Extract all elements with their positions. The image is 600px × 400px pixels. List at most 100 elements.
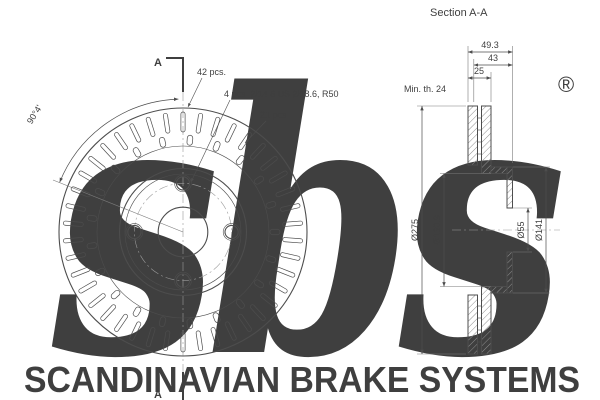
right-plate-bottom: [481, 286, 492, 355]
vent-slot-outer: [260, 293, 278, 308]
right-plate-top: [481, 105, 492, 174]
vent-slot-outer: [180, 331, 186, 353]
vent-slot-inner: [186, 318, 194, 330]
bolt-hole-countersink: [222, 223, 241, 241]
vent-slot-inner: [235, 299, 245, 309]
hat-flange-bottom: [506, 251, 513, 294]
vent-ring-inner-circle: [96, 145, 270, 319]
section-cut-material: [467, 105, 513, 355]
angle-reference-line: [52, 179, 184, 233]
vent-slot-inner: [94, 267, 106, 276]
vent-slot-inner: [265, 255, 277, 263]
vent-slot-outer: [260, 156, 278, 171]
left-plate-top: [467, 105, 478, 166]
hat-outer-circle: [118, 167, 248, 297]
vent-slot-outer: [65, 203, 86, 212]
extension-lines: [417, 46, 550, 355]
angle-dimension-arc: [59, 97, 179, 183]
dim-text-hat-dia: Ø141: [534, 219, 544, 241]
dim-text-inner-dia: Ø130.9: [432, 215, 442, 245]
bolt-hole-countersink: [174, 271, 192, 290]
vent-slot-outer: [114, 313, 128, 332]
watermark: sbs ® SCANDINAVIAN BRAKE SYSTEMS: [24, 14, 580, 400]
dim-text-hat-depth: 43: [488, 53, 498, 63]
vent-slot-outer: [249, 304, 266, 321]
hat-flange-top: [506, 166, 513, 209]
vent-slot-outer: [88, 293, 106, 308]
vent-slot-inner: [86, 242, 98, 250]
vent-slot-outer: [62, 237, 84, 244]
section-mark-top: [166, 57, 184, 92]
vent-slot-inner: [254, 279, 264, 289]
leader-21pcs: [244, 120, 267, 144]
registered-trademark-icon: ®: [558, 72, 574, 97]
hat-inner-circle: [124, 173, 242, 291]
vent-slot-outer: [249, 143, 266, 160]
vent-slot-inner: [186, 134, 194, 146]
angle-dimension-text: 90°4': [25, 103, 44, 126]
vent-slot-inner: [110, 289, 121, 300]
section-view: Section A-A: [404, 7, 560, 355]
dim-text-min-thickness: Min. th. 24: [404, 84, 446, 94]
vent-slot-outer: [65, 252, 86, 261]
section-mark-bottom: [182, 372, 184, 400]
bolt-hole: [175, 176, 191, 191]
callout-42pcs: 42 pcs.: [197, 67, 226, 77]
section-view-title: Section A-A: [430, 7, 488, 19]
vent-slot-inner: [212, 141, 221, 152]
vent-slot-outer: [195, 330, 204, 352]
vent-slot-outer: [268, 170, 288, 184]
vent-slot-inner: [235, 155, 245, 165]
bolt-circle: [134, 183, 232, 281]
vent-slot-outer: [62, 220, 84, 227]
callout-21pcs: 21 pcs.: [260, 110, 289, 120]
vent-slot-outer: [180, 111, 186, 133]
vent-slot-outer: [224, 321, 237, 341]
vent-slot-inner: [132, 306, 142, 317]
vent-slot-outer: [238, 313, 252, 332]
bolt-hole-countersink: [125, 223, 144, 241]
callout-4pcs: 4 pcs. Ø14.6 US Ø18.6, R50: [224, 89, 339, 99]
disc-outer-circle: [58, 107, 308, 357]
bolt-hole-countersink: [174, 174, 192, 193]
vent-slot-outer: [268, 280, 288, 294]
left-plate-bottom: [467, 294, 478, 355]
center-bore-circle: [157, 206, 209, 258]
vent-slot-outer: [100, 304, 117, 321]
dim-text-overall-width: 49.3: [481, 40, 499, 50]
vent-slot-inner: [265, 201, 277, 209]
section-label-top: A: [154, 57, 162, 69]
dim-text-disc-width: 25: [474, 66, 484, 76]
footer-watermark: SCANDINAVIAN BRAKE SYSTEMS: [24, 359, 580, 400]
hat-web-bottom: [490, 286, 508, 294]
section-label-bottom: A: [154, 389, 162, 400]
bolt-hole: [175, 273, 191, 288]
leader-4pcs: [190, 99, 231, 183]
bolt-hole: [127, 224, 142, 240]
vent-slot-inner: [269, 228, 281, 236]
vent-slot-outer: [275, 186, 296, 198]
vent-slot-outer: [210, 327, 221, 348]
vent-slot-outer: [195, 112, 204, 134]
vent-slot-outer: [282, 220, 304, 227]
vent-slot-outer: [129, 321, 142, 341]
vent-slot-outer: [145, 327, 156, 348]
vent-slot-outer: [162, 330, 171, 352]
dim-text-outer-dia: Ø275: [410, 219, 420, 241]
dimension-lines: [420, 50, 548, 354]
leader-42pcs: [187, 77, 203, 108]
vent-vane-lines: [477, 117, 482, 343]
vent-slot-inner: [86, 214, 98, 222]
vent-slot-outer: [78, 280, 98, 294]
vent-slot-outer: [280, 252, 301, 261]
vent-slot-inner: [94, 188, 106, 197]
bolt-holes: [125, 174, 241, 290]
hat-web-top: [490, 166, 508, 174]
vent-slot-inner: [158, 316, 167, 327]
bolt-hole: [224, 224, 239, 240]
vent-slot-inner: [212, 312, 221, 323]
vent-slot-outer: [70, 186, 91, 198]
vent-slot-outer: [70, 266, 91, 278]
